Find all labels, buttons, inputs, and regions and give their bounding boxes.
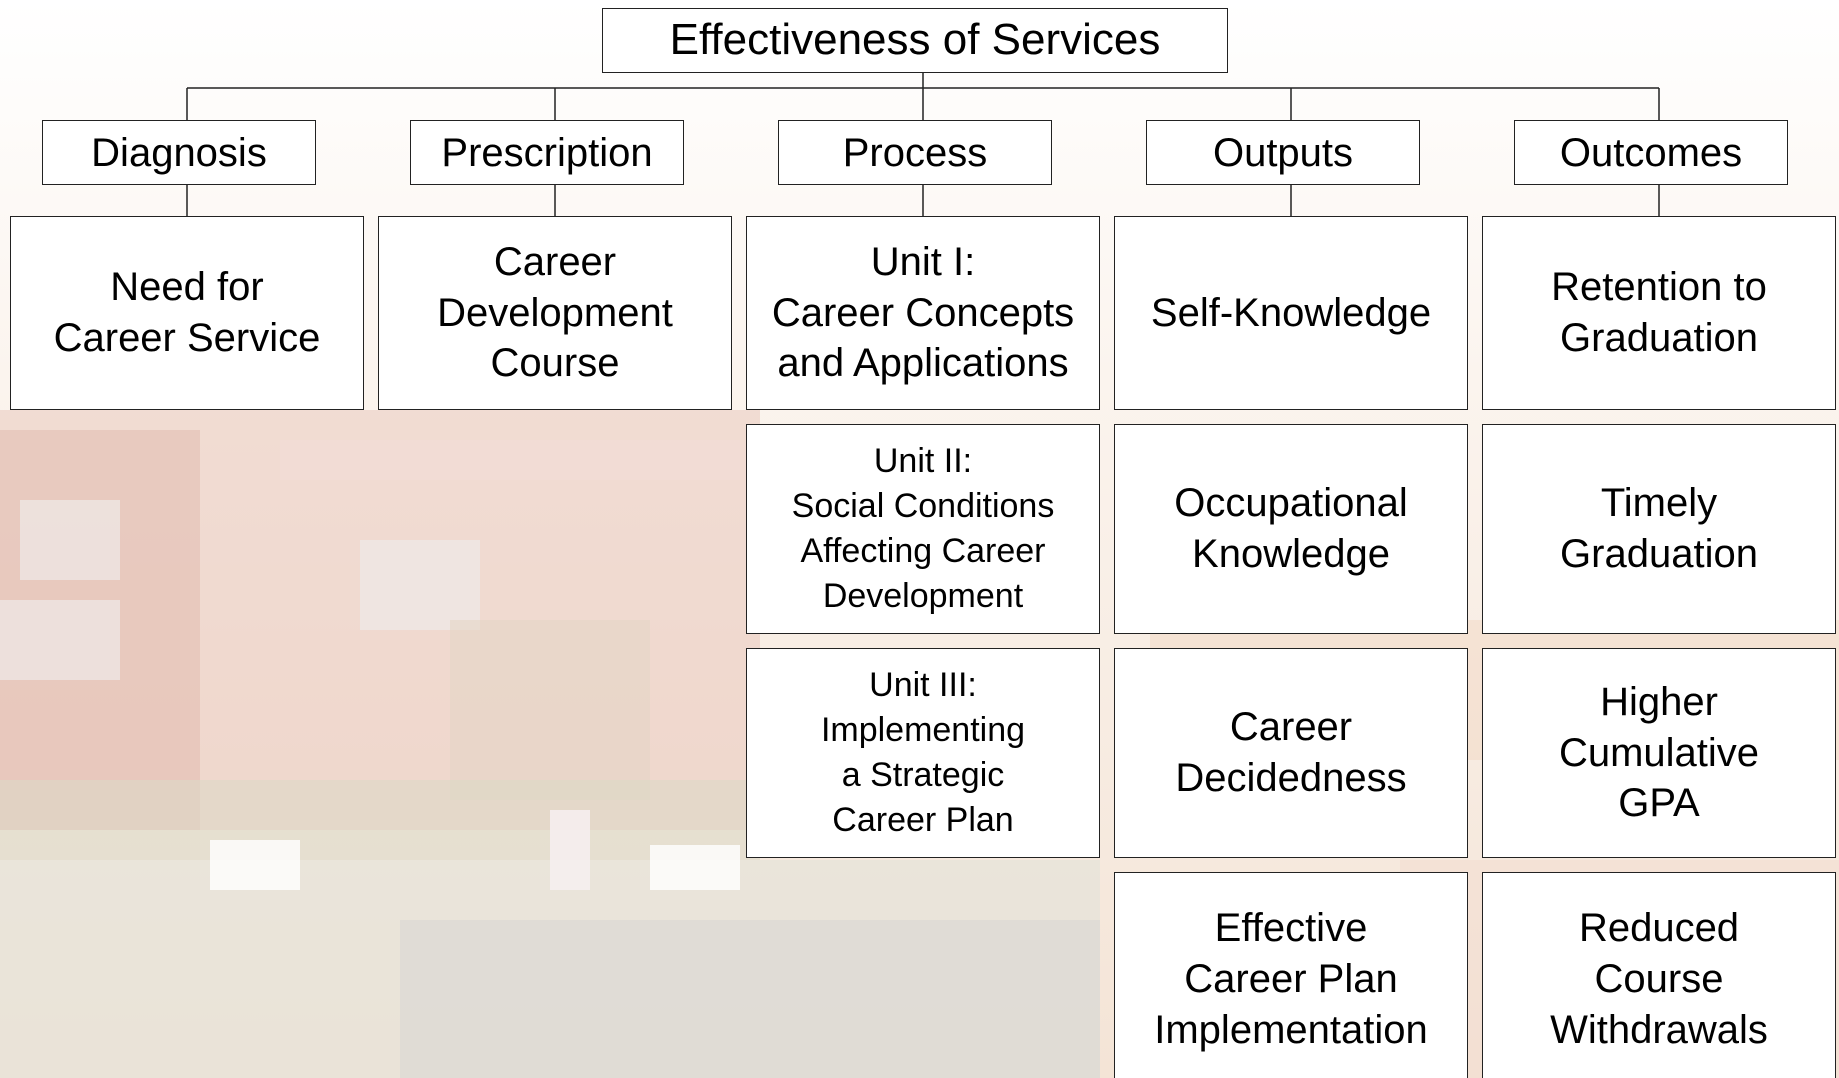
- category-label: Process: [842, 130, 988, 175]
- box-text: Reduced Course Withdrawals: [1550, 906, 1768, 1052]
- prescription-course-box: Career Development Course: [378, 216, 732, 410]
- process-unit-1-box: Unit I: Career Concepts and Applications: [746, 216, 1100, 410]
- title-text: Effectiveness of Services: [669, 15, 1161, 65]
- process-unit-3-box: Unit III: Implementing a Strategic Caree…: [746, 648, 1100, 858]
- box-text: Occupational Knowledge: [1174, 481, 1408, 576]
- category-process: Process: [778, 120, 1052, 185]
- outcome-higher-gpa-box: Higher Cumulative GPA: [1482, 648, 1836, 858]
- category-outputs: Outputs: [1146, 120, 1420, 185]
- box-text: Higher Cumulative GPA: [1558, 679, 1760, 826]
- output-effective-implementation-box: Effective Career Plan Implementation: [1114, 872, 1468, 1078]
- output-career-decidedness-box: Career Decidedness: [1114, 648, 1468, 858]
- box-text: Unit I: Career Concepts and Applications: [771, 239, 1075, 386]
- box-text: Need for Career Service: [53, 265, 321, 360]
- category-label: Prescription: [441, 130, 653, 175]
- box-text: Career Decidedness: [1175, 705, 1407, 800]
- output-occupational-knowledge-box: Occupational Knowledge: [1114, 424, 1468, 634]
- box-text: Self-Knowledge: [1150, 290, 1432, 335]
- outcome-reduced-withdrawals-box: Reduced Course Withdrawals: [1482, 872, 1836, 1078]
- box-text: Unit II: Social Conditions Affecting Car…: [791, 441, 1055, 616]
- box-text: Effective Career Plan Implementation: [1154, 906, 1428, 1052]
- category-label: Outputs: [1212, 130, 1354, 175]
- category-label: Diagnosis: [91, 130, 267, 175]
- box-text: Career Development Course: [437, 239, 673, 386]
- outcome-timely-graduation-box: Timely Graduation: [1482, 424, 1836, 634]
- output-self-knowledge-box: Self-Knowledge: [1114, 216, 1468, 410]
- box-text: Retention to Graduation: [1551, 265, 1767, 360]
- diagnosis-need-box: Need for Career Service: [10, 216, 364, 410]
- category-prescription: Prescription: [410, 120, 684, 185]
- category-diagnosis: Diagnosis: [42, 120, 316, 185]
- outcome-retention-box: Retention to Graduation: [1482, 216, 1836, 410]
- process-unit-2-box: Unit II: Social Conditions Affecting Car…: [746, 424, 1100, 634]
- title-box: Effectiveness of Services: [602, 8, 1228, 73]
- box-text: Unit III: Implementing a Strategic Caree…: [820, 665, 1026, 840]
- box-text: Timely Graduation: [1560, 481, 1758, 576]
- category-outcomes: Outcomes: [1514, 120, 1788, 185]
- category-label: Outcomes: [1559, 130, 1743, 175]
